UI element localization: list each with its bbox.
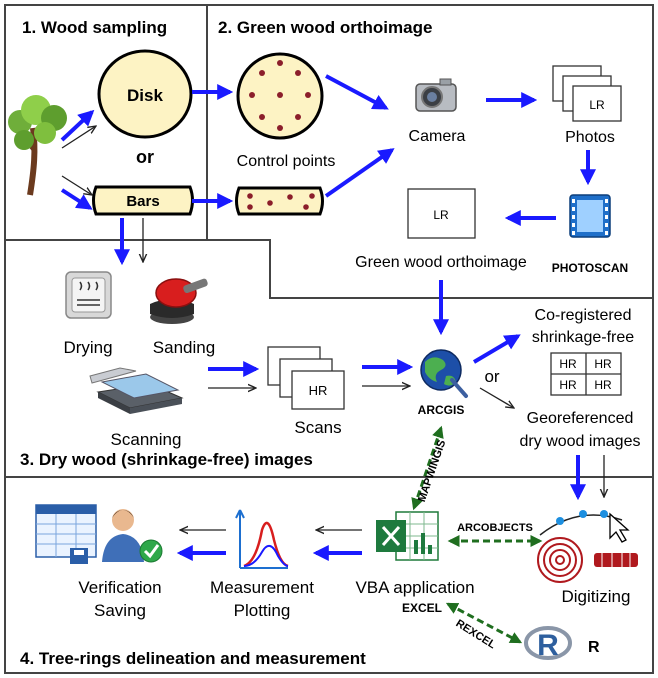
photoscan-icon xyxy=(569,194,611,238)
green-ortho-label: Green wood orthoimage xyxy=(355,254,527,271)
grid-hr-3: HR xyxy=(559,378,577,392)
scanning-label: Scanning xyxy=(111,430,182,449)
grid-hr-1: HR xyxy=(559,357,577,371)
section-title-4: 4. Tree-rings delineation and measuremen… xyxy=(20,649,366,668)
plotting-label: Plotting xyxy=(234,601,291,620)
photoscan-label: PHOTOSCAN xyxy=(552,261,628,275)
control-points-bar xyxy=(235,186,324,216)
georef-label-1: Georeferenced xyxy=(527,410,634,427)
coreg-label-1: Co-registered xyxy=(535,307,632,324)
georef-label-2: dry wood images xyxy=(520,433,641,450)
drying-icon xyxy=(65,271,112,319)
control-points-label: Control points xyxy=(237,153,336,170)
arrow-controlpoints-camera xyxy=(325,74,389,110)
arrow-arcgis-georef xyxy=(479,387,514,408)
arrow-tree-bars-blue xyxy=(60,188,93,210)
photos-stack: LR xyxy=(552,65,622,122)
grid-hr-4: HR xyxy=(594,378,612,392)
camera-label: Camera xyxy=(409,128,466,145)
r-label: R xyxy=(588,639,600,656)
arrow-bars-camera xyxy=(324,148,395,198)
section-title-1: 1. Wood sampling xyxy=(22,18,167,37)
arrow-arcgis-coreg xyxy=(472,334,521,364)
saving-label: Saving xyxy=(94,601,146,620)
verification-icon xyxy=(35,504,163,564)
arrow-tree-bars-thin xyxy=(61,175,92,195)
ortho-lr-box: LR xyxy=(407,188,476,239)
sanding-label: Sanding xyxy=(153,338,215,357)
sanding-icon xyxy=(150,278,208,324)
excel-label: EXCEL xyxy=(402,601,442,615)
bars-shape xyxy=(92,185,194,216)
bars-label: Bars xyxy=(126,193,159,210)
control-points-disk xyxy=(236,52,324,140)
photos-label: Photos xyxy=(565,129,615,146)
r-logo-letter: R xyxy=(537,629,559,662)
mapwingis-label: MAPWINGIS xyxy=(416,438,448,503)
coreg-label-2: shrinkage-free xyxy=(532,329,634,346)
link-arcgis-vba xyxy=(411,425,444,511)
bars-node: Bars xyxy=(92,185,194,216)
camera-icon xyxy=(415,78,457,112)
r-logo-icon: R xyxy=(524,626,572,662)
digitizing-icon xyxy=(537,510,638,583)
arrow-tree-disk-blue xyxy=(60,109,95,142)
grid-hr-2: HR xyxy=(594,357,612,371)
outer-frame xyxy=(4,4,654,674)
scans-label: Scans xyxy=(294,418,341,437)
disk-shape xyxy=(97,49,193,139)
scans-stack: HR xyxy=(267,346,345,410)
tree-icon xyxy=(8,95,67,196)
scan-hr-label: HR xyxy=(309,383,328,398)
excel-icon xyxy=(376,511,439,561)
verification-label: Verification xyxy=(78,578,161,597)
disk-label: Disk xyxy=(127,86,163,105)
section-title-2: 2. Green wood orthoimage xyxy=(218,18,432,37)
arrow-tree-disk-thin xyxy=(61,126,96,149)
hr-grid: HR HR HR HR xyxy=(550,352,622,396)
arcobjects-label: ARCOBJECTS xyxy=(457,522,533,534)
scanner-icon xyxy=(89,367,184,414)
digitizing-label: Digitizing xyxy=(562,587,631,606)
measurement-label: Measurement xyxy=(210,578,314,597)
plot-icon xyxy=(235,509,289,569)
or-label-1: or xyxy=(136,147,154,167)
arcgis-globe-icon xyxy=(420,349,468,398)
photo-lr-label: LR xyxy=(589,98,605,112)
divider-s2-s3 xyxy=(5,239,653,299)
rexcel-label: REXCEL xyxy=(453,618,497,652)
vba-label: VBA application xyxy=(355,578,474,597)
or-label-2: or xyxy=(484,367,499,386)
disk-node: Disk xyxy=(97,49,193,139)
drying-label: Drying xyxy=(63,338,112,357)
link-excel-r xyxy=(445,602,523,644)
section-title-3: 3. Dry wood (shrinkage-free) images xyxy=(20,450,313,469)
arcgis-label: ARCGIS xyxy=(418,403,465,417)
ortho-lr-label: LR xyxy=(433,208,449,222)
